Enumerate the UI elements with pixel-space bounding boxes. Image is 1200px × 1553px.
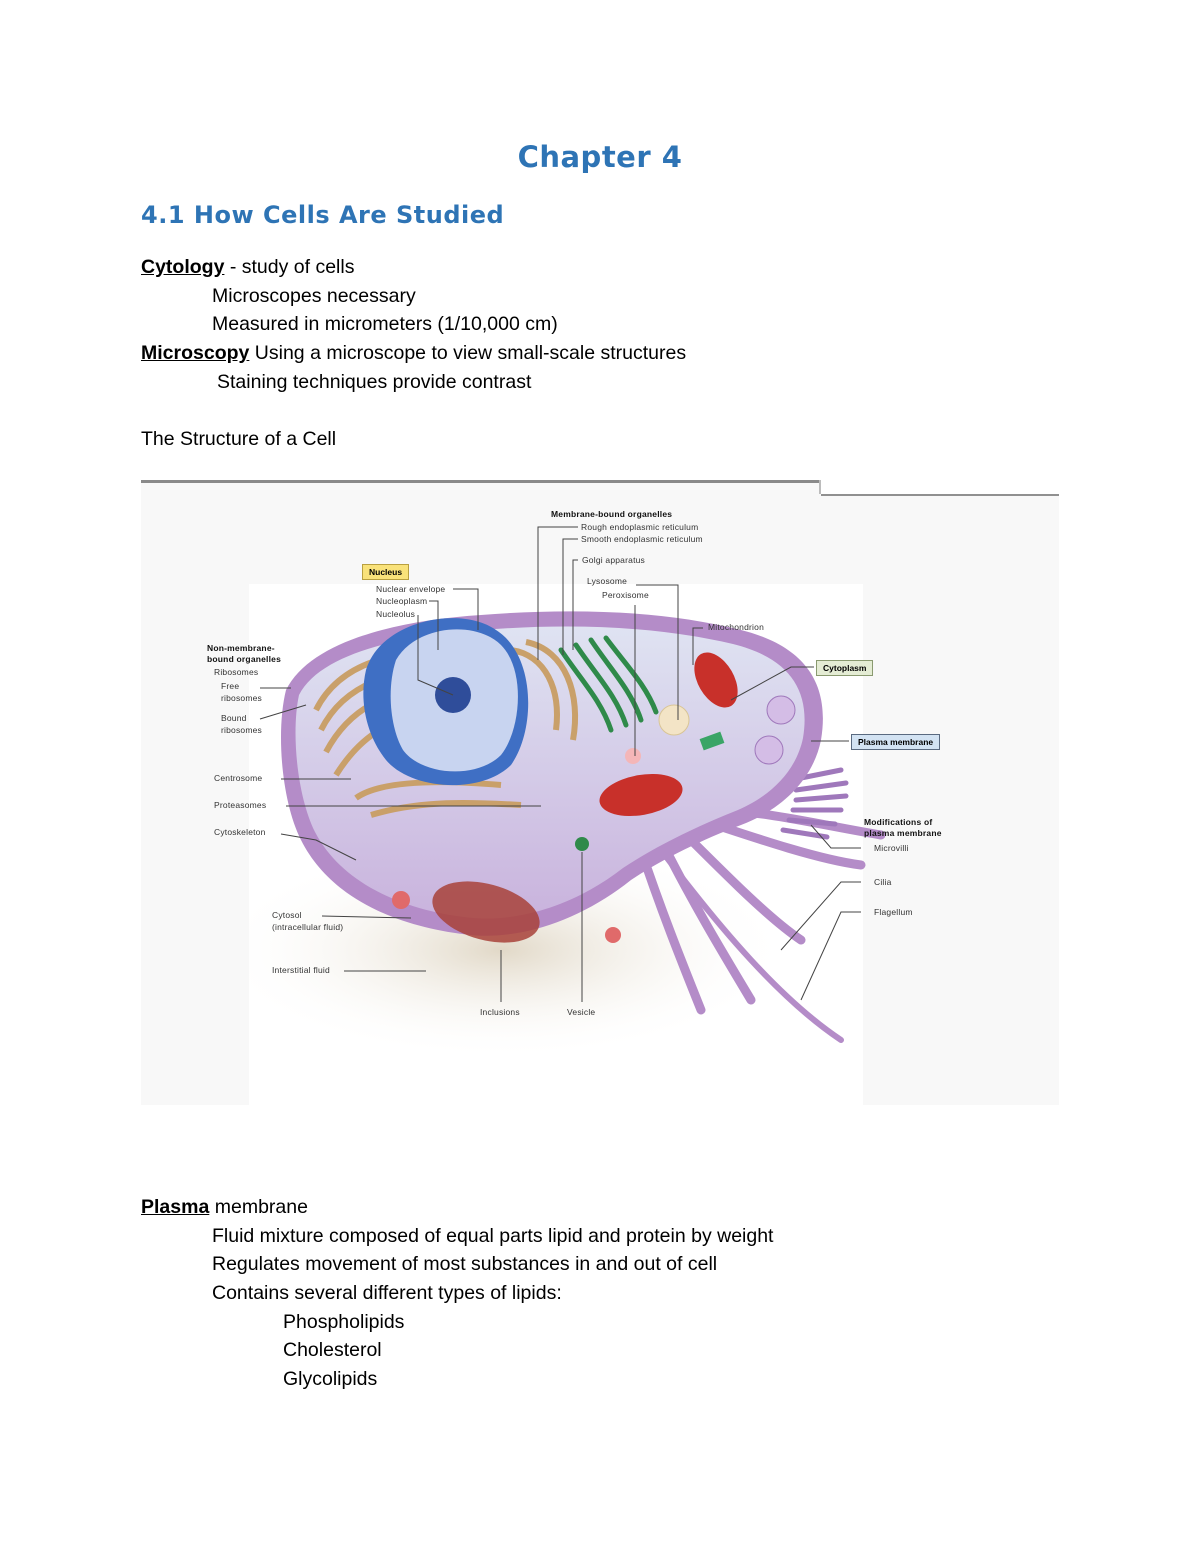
- label-inclusions: Inclusions: [480, 1007, 520, 1017]
- cytology-definition: - study of cells: [224, 256, 355, 278]
- mitochondrion: [694, 652, 738, 708]
- golgi-cisterna: [588, 637, 644, 723]
- microscopy-line: Microscopy Using a microscope to view sm…: [141, 342, 686, 365]
- microscopy-term: Microscopy: [141, 342, 250, 364]
- label-membrane-bound-organelles: Membrane-bound organelles: [551, 509, 673, 519]
- label-bound-ribosomes-1: Bound: [221, 713, 247, 723]
- section-title: 4.1 How Cells Are Studied: [141, 201, 505, 229]
- plasma-rest: membrane: [209, 1196, 308, 1218]
- figure-top-border-tab: [819, 480, 1059, 496]
- cytology-point: Measured in micrometers (1/10,000 cm): [212, 313, 558, 335]
- figure-top-border: [141, 480, 821, 483]
- cytology-term: Cytology: [141, 256, 225, 278]
- plasma-membrane-line: Plasma membrane: [141, 1196, 308, 1219]
- label-nucleus-box: Nucleus: [362, 564, 410, 580]
- structure-heading: The Structure of a Cell: [141, 428, 337, 450]
- leader-lines: [259, 526, 861, 1002]
- lysosome: [658, 704, 690, 736]
- er-fold: [510, 647, 560, 731]
- microvillus: [793, 793, 849, 803]
- label-ribosomes: Ribosomes: [214, 667, 259, 677]
- cytology-line: Cytology - study of cells: [141, 256, 354, 279]
- chapter-title: Chapter 4: [517, 140, 683, 174]
- label-modifications-2: plasma membrane: [864, 828, 942, 838]
- label-free-ribosomes-2: ribosomes: [221, 693, 263, 703]
- label-cytoplasm-box: Cytoplasm: [816, 660, 874, 676]
- label-microvilli: Microvilli: [874, 843, 909, 853]
- label-non-membrane-header-2: bound organelles: [207, 654, 282, 664]
- lipid-item: Cholesterol: [283, 1339, 382, 1361]
- label-nucleolus: Nucleolus: [376, 609, 416, 619]
- label-flagellum: Flagellum: [874, 907, 913, 917]
- projection-flagellum: [658, 847, 844, 1043]
- peroxisome: [625, 748, 641, 764]
- vesicle: [575, 837, 589, 851]
- plasma-point: Regulates movement of most substances in…: [212, 1253, 718, 1275]
- lipid-item: Phospholipids: [283, 1311, 405, 1333]
- projection: [676, 825, 806, 945]
- mitochondrion-lower: [432, 881, 540, 943]
- label-proteasomes: Proteasomes: [214, 800, 267, 810]
- plasma-point: Contains several different types of lipi…: [212, 1282, 562, 1304]
- label-non-membrane-header-1: Non-membrane-: [207, 643, 275, 653]
- cytology-point: Microscopes necessary: [212, 285, 416, 307]
- label-cytosol-1: Cytosol: [272, 910, 302, 920]
- er-fold: [370, 799, 522, 818]
- label-cytosol-2: (intracellular fluid): [272, 922, 344, 932]
- mitochondrion: [599, 773, 683, 817]
- label-centrosome: Centrosome: [214, 773, 263, 783]
- cell-illustration: [211, 526, 886, 1060]
- golgi-cisterna: [573, 642, 629, 728]
- microscopy-point: Staining techniques provide contrast: [217, 371, 532, 393]
- label-free-ribosomes-1: Free: [221, 681, 240, 691]
- projection: [636, 845, 706, 1015]
- label-modifications-1: Modifications of: [864, 817, 933, 827]
- microscopy-definition: Using a microscope to view small-scale s…: [249, 342, 687, 364]
- label-mitochondrion: Mitochondrion: [708, 622, 764, 632]
- label-cilia: Cilia: [874, 877, 892, 887]
- label-interstitial-fluid: Interstitial fluid: [272, 965, 330, 975]
- vacuole: [766, 695, 796, 725]
- er-fold: [354, 779, 502, 801]
- golgi-cisterna: [558, 647, 614, 733]
- label-smooth-er: Smooth endoplasmic reticulum: [581, 534, 703, 544]
- lipid-item: Glycolipids: [283, 1368, 378, 1390]
- label-lysosome: Lysosome: [587, 576, 628, 586]
- label-rough-er: Rough endoplasmic reticulum: [581, 522, 699, 532]
- label-plasma-membrane-box: Plasma membrane: [851, 734, 941, 750]
- label-vesicle: Vesicle: [567, 1007, 596, 1017]
- centrosome: [699, 731, 725, 751]
- label-nuclear-envelope: Nuclear envelope: [376, 584, 446, 594]
- inclusion: [392, 891, 410, 909]
- microvillus: [780, 827, 830, 840]
- plasma-point: Fluid mixture composed of equal parts li…: [212, 1225, 774, 1247]
- label-cytoskeleton: Cytoskeleton: [214, 827, 266, 837]
- label-bound-ribosomes-2: ribosomes: [221, 725, 263, 735]
- microvillus: [786, 817, 838, 827]
- label-golgi: Golgi apparatus: [582, 555, 646, 565]
- plasma-term: Plasma: [141, 1196, 210, 1218]
- vacuole: [754, 735, 784, 765]
- inclusion: [605, 927, 621, 943]
- cell-structure-figure: Membrane-bound organelles Rough endoplas…: [141, 480, 1059, 1105]
- label-nucleoplasm: Nucleoplasm: [376, 596, 428, 606]
- label-peroxisome: Peroxisome: [602, 590, 649, 600]
- microvillus: [793, 780, 849, 793]
